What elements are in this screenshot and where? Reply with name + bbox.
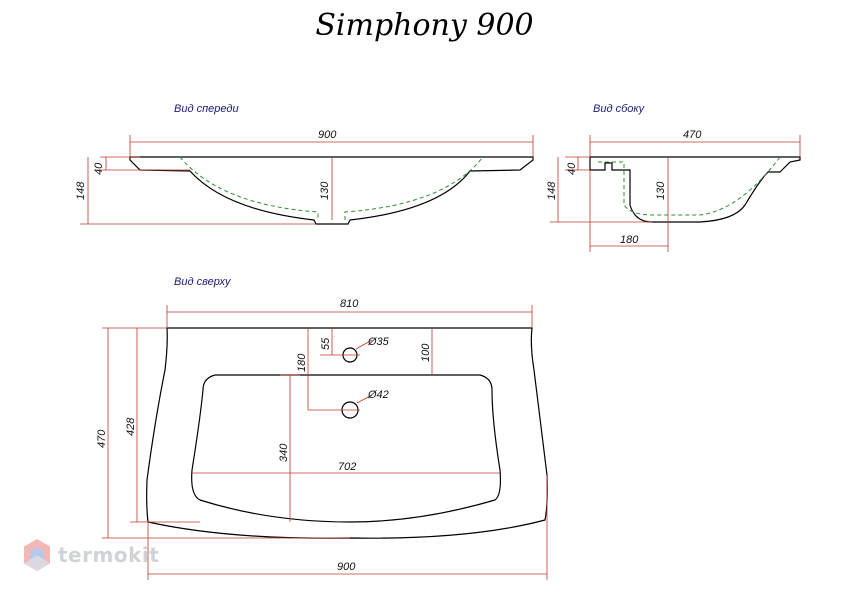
side-height-label: 148 <box>546 181 558 200</box>
front-depth-label: 130 <box>319 181 331 200</box>
side-rim-label: 40 <box>566 162 578 175</box>
logo-text: termokit <box>58 543 160 567</box>
top-total-width-label: 900 <box>337 561 356 573</box>
top-depth-inner-label: 428 <box>125 417 137 436</box>
termokit-logo: termokit <box>22 538 159 572</box>
top-drain-offset-label: 180 <box>296 353 308 372</box>
side-depth-label: 130 <box>655 181 667 200</box>
top-view-label: Вид сверху <box>174 276 231 288</box>
top-view: 810 55 Ø35 100 180 Ø42 340 702 428 470 <box>96 298 548 580</box>
front-height-label: 148 <box>75 181 87 200</box>
drawing-title: Simphony 900 <box>315 8 534 43</box>
front-view-label: Вид спереди <box>174 103 239 115</box>
top-bowl-outline <box>191 374 502 523</box>
drain-hole-label: Ø42 <box>367 389 389 401</box>
side-view: 470 40 148 130 180 <box>546 129 801 252</box>
top-edge-to-hole-label: 100 <box>420 343 432 362</box>
front-width-label: 900 <box>318 129 337 141</box>
top-bowl-width-label: 702 <box>338 461 356 473</box>
top-hole-offset-label: 55 <box>320 337 332 350</box>
faucet-hole-label: Ø35 <box>367 336 390 348</box>
front-outline <box>129 156 534 225</box>
side-outline <box>589 156 801 223</box>
top-outline <box>146 327 548 539</box>
top-depth-total-label: 470 <box>96 429 108 448</box>
side-width-label: 470 <box>683 129 702 141</box>
top-bowl-depth-label: 340 <box>278 443 290 462</box>
side-offset-label: 180 <box>620 234 639 246</box>
side-view-label: Вид сбоку <box>593 103 645 115</box>
front-view: 900 40 148 130 <box>75 129 534 225</box>
front-inner-bowl <box>179 156 484 220</box>
side-inner-bowl <box>598 156 781 216</box>
front-rim-label: 40 <box>93 162 105 175</box>
hexagon-logo-icon <box>24 539 50 571</box>
top-inner-width-label: 810 <box>340 298 359 310</box>
